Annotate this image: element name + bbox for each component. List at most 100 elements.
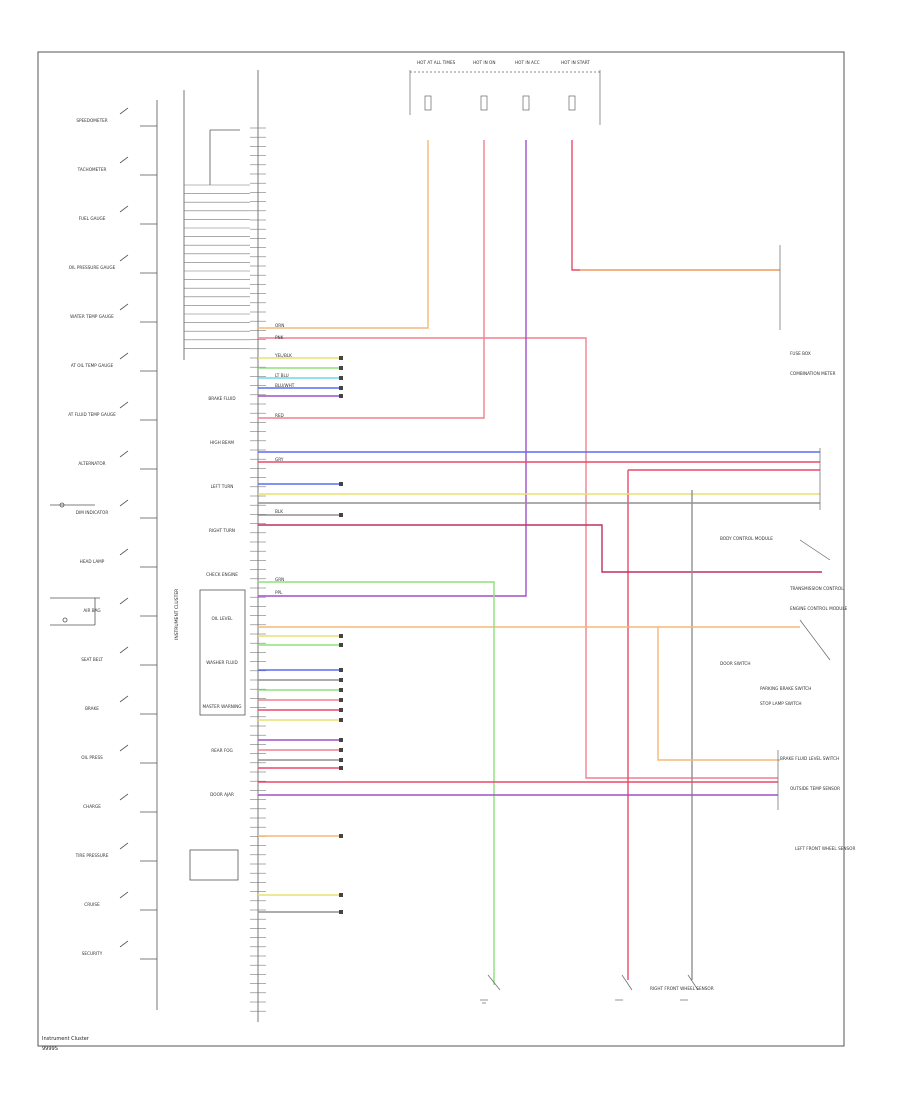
wire-tag: GRY (275, 457, 284, 462)
connector-dot (339, 834, 343, 838)
right-components (480, 245, 831, 1004)
gauge-symbol (119, 352, 129, 360)
indicator-label: BRAKE FLUID (208, 396, 235, 401)
connector-dot (339, 758, 343, 762)
gauge-symbol (119, 450, 129, 458)
gauge-label: OIL PRESS (81, 755, 103, 760)
gauge-label: WATER TEMP GAUGE (70, 314, 114, 319)
wire-tag: PNK (275, 335, 284, 340)
gauge-symbol (119, 499, 129, 507)
cluster-block (183, 70, 259, 1022)
gauge-label: ALTERNATOR (78, 461, 105, 466)
wire-pink-main (258, 337, 778, 779)
diagram-frame (37, 51, 845, 1047)
footer-title: Instrument Cluster (42, 1036, 90, 1042)
indicator-label: RIGHT TURN (209, 528, 235, 533)
indicator-label: CHECK ENGINE (206, 572, 238, 577)
gauge-symbol (119, 107, 129, 115)
wire-tag: ORN (275, 323, 284, 328)
gauge-symbol (119, 646, 129, 654)
wire-tag: PPL (275, 590, 283, 595)
wire-tag: RED (275, 413, 284, 418)
connector-dot (339, 668, 343, 672)
gauge-label: FUEL GAUGE (79, 216, 106, 221)
wire-orange-fuse (258, 140, 429, 329)
gauge-label: OIL PRESSURE GAUGE (69, 265, 116, 270)
fuse-label: HOT IN ACC (515, 60, 540, 65)
connector-label: FUSE BOX (790, 351, 811, 356)
gauge-label: TACHOMETER (77, 167, 107, 172)
gauge-symbol (119, 744, 129, 752)
connector-dot (339, 688, 343, 692)
connector-dot (339, 698, 343, 702)
fuse-label: HOT AT ALL TIMES (417, 60, 456, 65)
indicator-label: MASTER WARNING (202, 704, 241, 709)
connector-dot (339, 910, 343, 914)
gauge-label: AT OIL TEMP GAUGE (71, 363, 114, 368)
gauge-label: HEAD LAMP (80, 559, 105, 564)
connector-label: LEFT FRONT WHEEL SENSOR (795, 846, 855, 851)
gauge-label: SPEEDOMETER (76, 118, 107, 123)
gauge-symbol (119, 940, 129, 948)
gauge-label: CRUISE (84, 902, 100, 907)
wire-darkred (258, 524, 822, 573)
connector-label: DOOR SWITCH (720, 661, 750, 666)
fuse-label: HOT IN ON (473, 60, 495, 65)
footer-code: 9999S (42, 1046, 58, 1052)
gauge-symbol (119, 548, 129, 556)
gauge-label: DIM INDICATOR (76, 510, 109, 515)
gauge-column (119, 100, 158, 1010)
stub-connectors (339, 356, 343, 914)
gauge-label: AT FLUID TEMP GAUGE (68, 412, 116, 417)
gauge-symbol (119, 156, 129, 164)
connector-dot (339, 376, 343, 380)
connector-dot (339, 738, 343, 742)
wire-purple-fuse (258, 140, 527, 597)
indicator-label: LEFT TURN (211, 484, 234, 489)
connector-dot (339, 893, 343, 897)
gauge-label: BRAKE (85, 706, 99, 711)
connector-dot (339, 678, 343, 682)
wire-tag: LT BLU (275, 373, 289, 378)
gauge-label: CHARGE (83, 804, 101, 809)
gauge-symbol (119, 842, 129, 850)
connector-dot (339, 748, 343, 752)
middle-indicators: BRAKE FLUID HIGH BEAM LEFT TURN RIGHT TURN C… (202, 396, 241, 797)
indicator-label: OIL LEVEL (211, 616, 233, 621)
indicator-label: HIGH BEAM (210, 440, 234, 445)
wire-tag: YEL/BLK (274, 353, 292, 358)
connector-dot (339, 708, 343, 712)
gauge-symbol (119, 205, 129, 213)
connector-label: BODY CONTROL MODULE (720, 536, 773, 541)
gauge-label: AIR BAG (83, 608, 100, 613)
gauge-symbol (119, 303, 129, 311)
connector-label: PARKING BRAKE SWITCH (760, 686, 811, 691)
indicator-label: REAR FOG (211, 748, 233, 753)
top-fuse-block (409, 70, 601, 125)
connector-label: TRANSMISSION CONTROL (789, 586, 844, 591)
gauge-label: TIRE PRESSURE (75, 853, 109, 858)
gauge-labels: SPEEDOMETER TACHOMETER FUEL GAUGE OIL PRESS… (68, 118, 116, 956)
wire-orange-down (657, 627, 780, 761)
gauge-symbol (119, 891, 129, 899)
wire-pink-fuse (258, 140, 485, 419)
gauge-label: SECURITY (82, 951, 103, 956)
cluster-terminals (184, 127, 266, 1012)
connector-label: ENGINE CONTROL MODULE (790, 606, 848, 611)
gauge-symbol (119, 695, 129, 703)
indicator-label: WASHER FLUID (206, 660, 238, 665)
connector-label: RIGHT FRONT WHEEL SENSOR (650, 986, 714, 991)
connector-dot (339, 394, 343, 398)
wire-tag: BLU/WHT (275, 383, 295, 388)
connector-dot (339, 643, 343, 647)
wire-tag: BLK (275, 509, 283, 514)
gauge-symbol (119, 793, 129, 801)
top-fuse-labels: HOT AT ALL TIMES HOT IN ON HOT IN ACC HOT I… (417, 60, 590, 65)
fuse-label: HOT IN START (561, 60, 590, 65)
wire-harness (258, 140, 822, 985)
connector-dot (339, 513, 343, 517)
gauge-symbol (119, 401, 129, 409)
connector-dot (339, 356, 343, 360)
